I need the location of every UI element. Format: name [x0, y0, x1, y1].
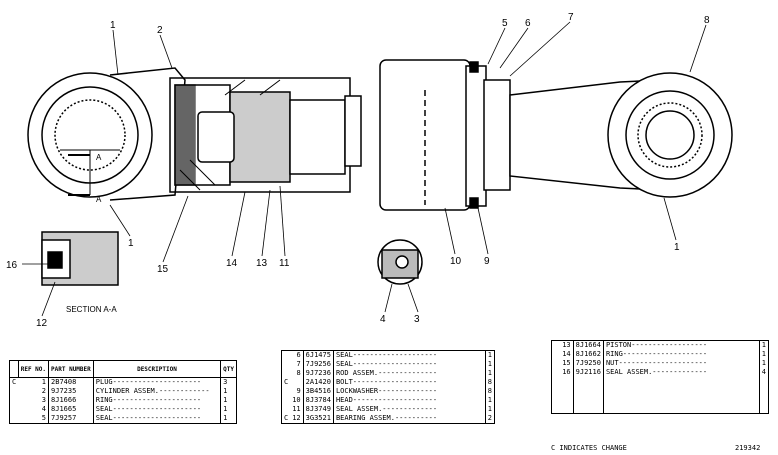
- callout: 3: [414, 314, 420, 325]
- callout: 1: [128, 238, 134, 249]
- callout: 4: [380, 314, 386, 325]
- callout: 1: [674, 242, 680, 253]
- callout: 14: [226, 258, 238, 269]
- callout: 2: [157, 25, 163, 36]
- callout: 16: [6, 260, 18, 271]
- header-ref-no: REF NO.: [17, 360, 50, 378]
- section-a-a-detail: [41, 231, 119, 286]
- callout: 8: [704, 15, 710, 26]
- callout: 5: [502, 18, 508, 29]
- section-label: SECTION A-A: [66, 305, 117, 314]
- section-letter: A: [96, 153, 102, 162]
- callout: 9: [484, 256, 490, 267]
- callout: 7: [568, 12, 574, 23]
- callout: 15: [157, 264, 169, 275]
- callout: 6: [525, 18, 531, 29]
- cylinder-body: [169, 77, 362, 193]
- header-description: DESCRIPTION: [92, 360, 222, 378]
- head-assembly: [379, 59, 511, 211]
- callout: 10: [450, 256, 462, 267]
- change-note: C INDICATES CHANGE: [551, 444, 627, 452]
- header-part-number: PART NUMBER: [48, 360, 94, 378]
- header-qty: QTY: [220, 360, 237, 378]
- left-rod-end: [27, 67, 186, 201]
- callout: 11: [279, 258, 290, 269]
- callout: 1: [110, 20, 116, 31]
- callout: 13: [256, 258, 268, 269]
- leader-lines: [22, 21, 707, 317]
- section-letter: A: [96, 195, 102, 204]
- callout: 12: [36, 318, 48, 329]
- detail-circle: [377, 239, 423, 285]
- exploded-diagram: 1 2 5 6 7 8 1 15 14 13 11 10 9 1 16 12 4…: [6, 12, 733, 329]
- right-rod-end: [607, 72, 733, 198]
- illustration-number: 219342: [735, 444, 761, 452]
